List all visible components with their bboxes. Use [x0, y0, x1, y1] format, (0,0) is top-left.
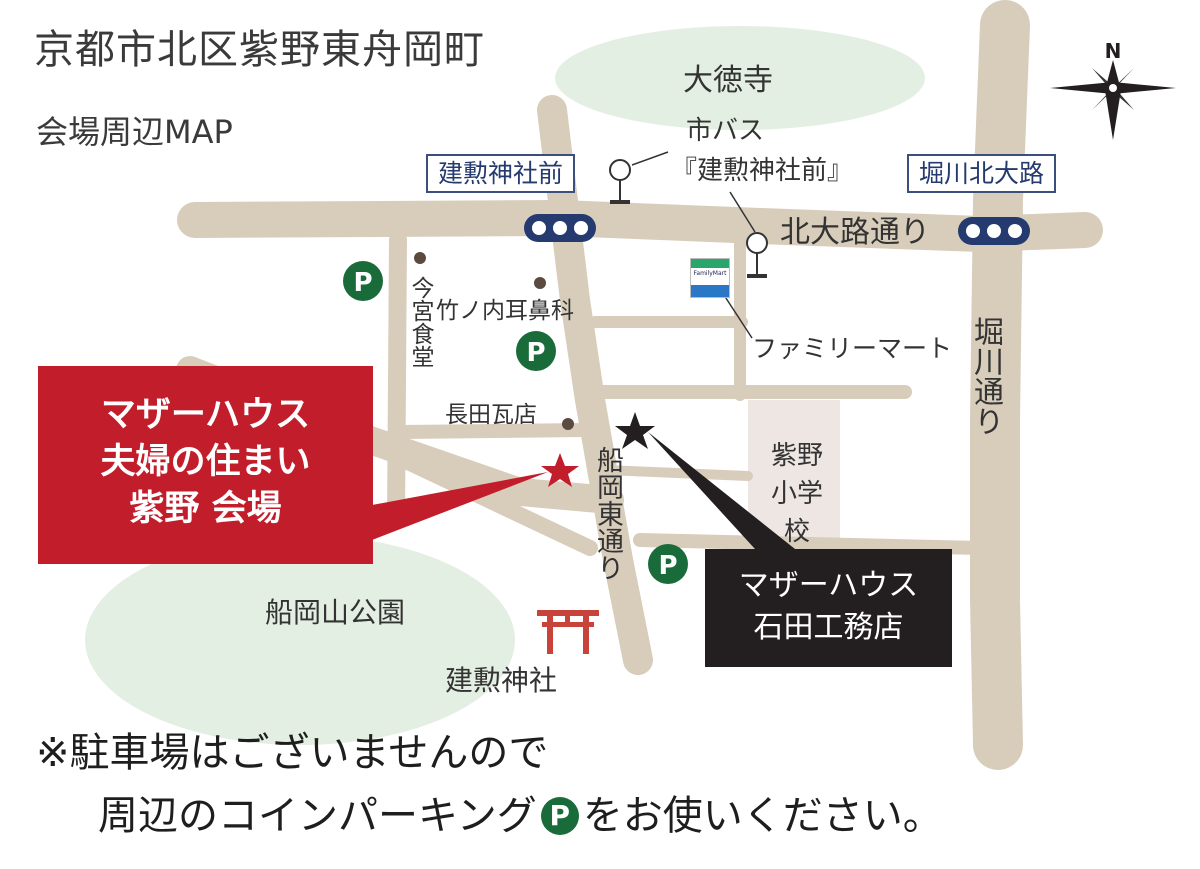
takenouchi-dot [534, 277, 546, 289]
road-minor-4 [395, 423, 592, 439]
venue-line1: マザーハウス [100, 395, 311, 435]
label-school: 紫野小学校 [770, 441, 823, 547]
parking-note-line2a: 周辺のコインパーキング [98, 793, 537, 839]
label-bus-line2: 『建勲神社前』 [671, 156, 854, 186]
bus-stop-kenkun: 建勲神社前 [426, 154, 576, 193]
label-horikawa-dori: 堀川通り [968, 316, 1003, 436]
label-funaoka-dori: 船岡東通り [592, 446, 623, 581]
company-line1: マザーハウス [738, 568, 919, 603]
traffic-light-west [524, 214, 596, 242]
label-bus-line1: 市バス [686, 116, 765, 146]
label-imamiya: 今宮食堂 [407, 276, 433, 368]
svg-text:P: P [353, 268, 372, 298]
parking-note-line2: 周辺のコインパーキング P をお使いください。 [98, 796, 943, 836]
venue-callout: マザーハウス 夫婦の住まい 紫野 会場 [38, 366, 373, 564]
parking-icon: P [540, 797, 579, 835]
bus-stop-sign-kenkun [609, 159, 631, 204]
bus-stop-sign-kitaoji [746, 232, 768, 278]
familymart-logo: FamilyMart [690, 258, 730, 298]
svg-text:P: P [658, 551, 677, 581]
traffic-light-east [958, 217, 1030, 245]
svg-text:P: P [526, 338, 545, 368]
leader-bus [631, 151, 669, 166]
road-horikawa [970, 0, 1030, 770]
company-callout: マザーハウス 石田工務店 [705, 549, 952, 667]
company-star-icon [615, 412, 655, 449]
label-familymart: ファミリーマート [752, 334, 953, 363]
leader-bus-2 [729, 191, 756, 233]
road-minor-5 [633, 533, 987, 555]
page-title: 京都市北区紫野東舟岡町 [34, 27, 485, 73]
torii-icon [537, 610, 599, 654]
venue-star-icon [541, 453, 579, 487]
bus-stop-horikawa: 堀川北大路 [907, 154, 1057, 193]
page-subtitle: 会場周辺MAP [36, 113, 233, 151]
parking-2: P [516, 331, 556, 371]
label-kitaoji-dori: 北大路通り [780, 215, 930, 250]
compass-icon: N [1050, 39, 1176, 140]
parking-1: P [343, 261, 383, 301]
parking-note-line1: ※駐車場はございませんので [36, 730, 549, 776]
company-line2: 石田工務店 [753, 610, 904, 645]
label-daitokuji: 大徳寺 [683, 63, 773, 98]
parking-note-line2b: をお使いください。 [582, 793, 943, 839]
park-green-area [85, 535, 515, 745]
label-takenouchi: 竹ノ内耳鼻科 [436, 298, 574, 324]
road-kitaoji [177, 199, 1103, 253]
compass-letter: N [1105, 39, 1122, 63]
venue-pointer [372, 472, 548, 540]
imamiya-dot [414, 252, 426, 264]
school-ground [748, 400, 840, 540]
leader-familymart [721, 291, 753, 339]
venue-line3: 紫野 会場 [129, 489, 282, 529]
venue-line2: 夫婦の住まい [100, 442, 311, 482]
nagata-dot [562, 418, 574, 430]
company-pointer [648, 432, 795, 549]
road-left-vertical [387, 231, 407, 529]
label-park: 船岡山公園 [265, 596, 406, 629]
parking-3: P [648, 544, 688, 584]
road-minor-6 [600, 465, 753, 481]
label-shrine: 建勲神社 [445, 664, 558, 697]
daitokuji-green-area [555, 26, 925, 130]
label-nagata: 長田瓦店 [445, 402, 537, 428]
